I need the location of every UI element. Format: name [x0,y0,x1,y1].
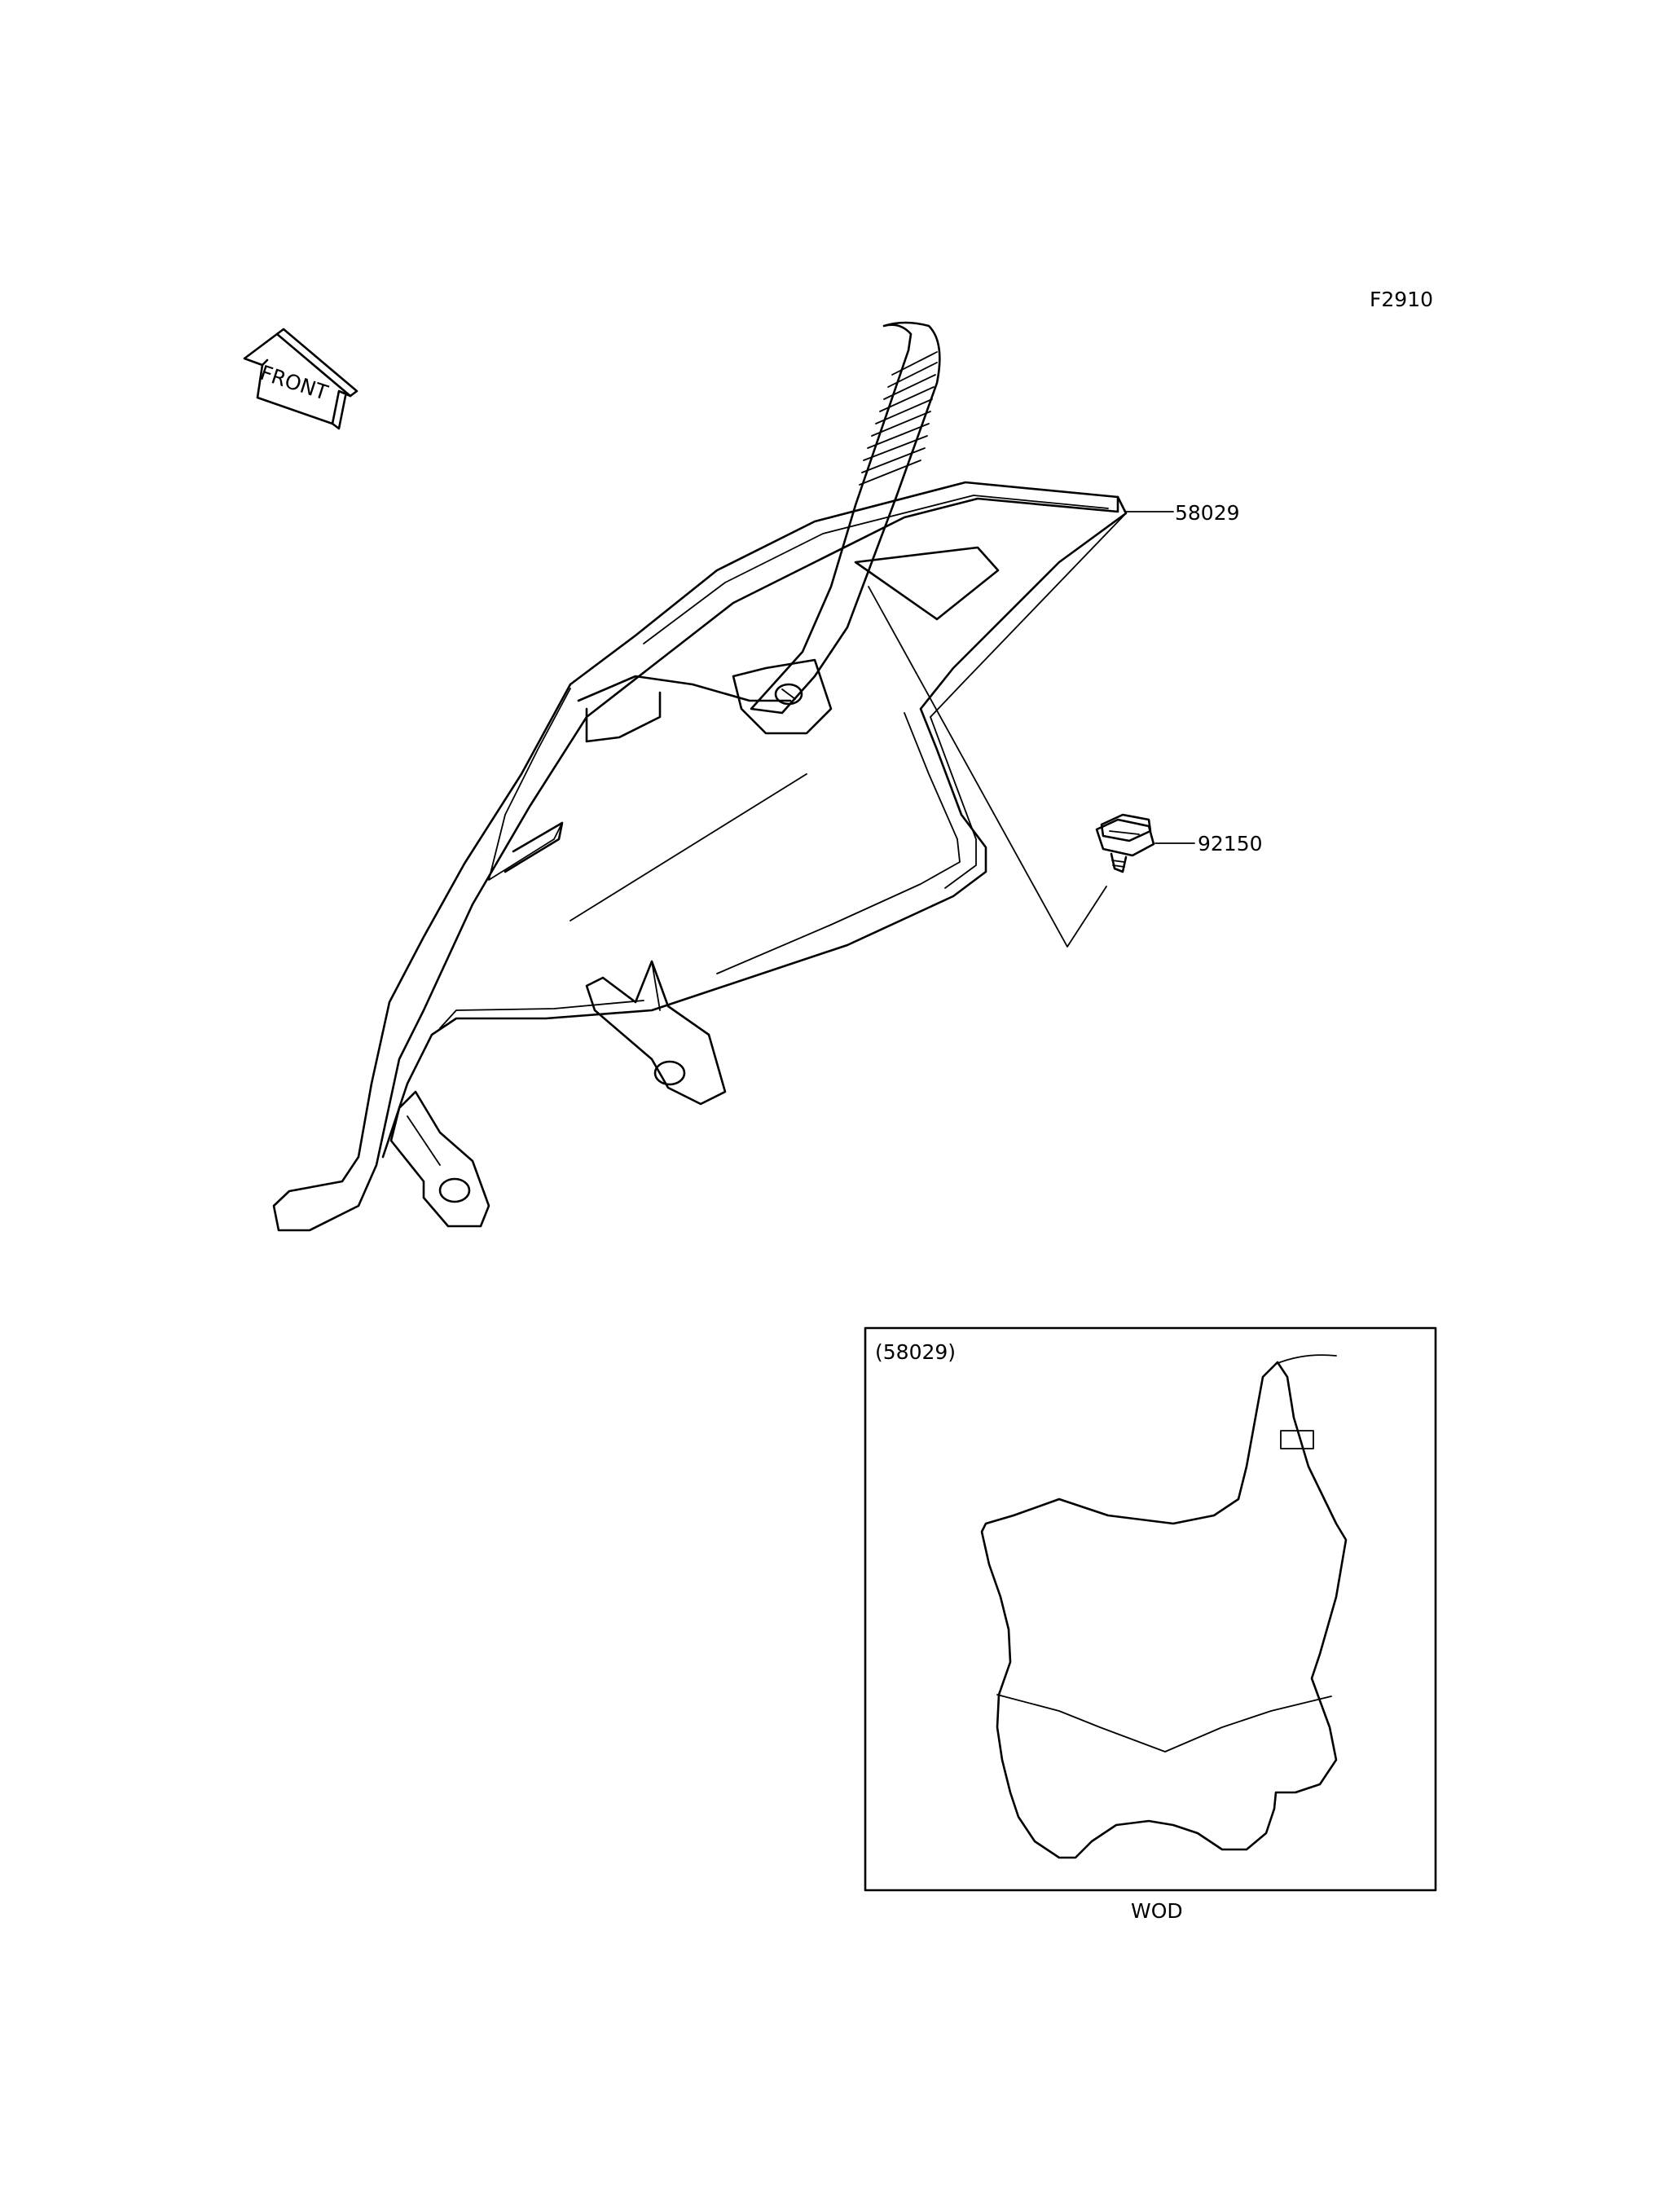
callout-92150: 92150 [1198,832,1263,855]
decal-label-box [1280,1430,1314,1449]
upper-stay [732,321,941,735]
detail-color-code: WOD [1131,1899,1183,1923]
side-cowl [272,481,1128,1232]
detail-box: (58029) [864,1326,1437,1892]
figure-code: F2910 [1370,288,1433,311]
lower-tab-center [585,960,727,1106]
front-arrow-icon: FRONT [243,328,358,430]
lower-tab-left [389,1090,490,1228]
detail-frame [864,1326,1437,1892]
detail-title: (58029) [875,1340,956,1364]
bolt-icon [1095,813,1155,873]
assembly-leader [868,586,1107,948]
mount-hole [774,683,803,706]
front-label: FRONT [257,361,332,405]
callout-58029: 58029 [1175,501,1240,525]
